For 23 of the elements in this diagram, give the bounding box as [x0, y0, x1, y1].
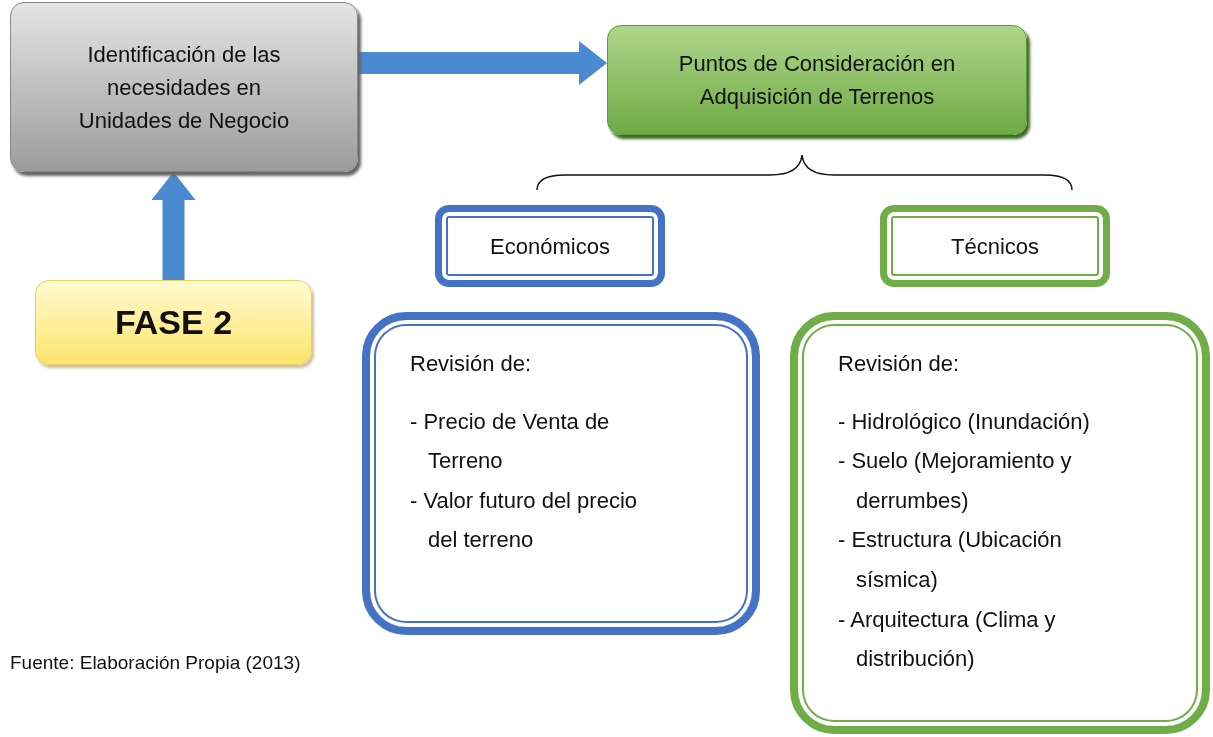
list-heading: Revisión de:: [410, 350, 533, 378]
phase-box: [35, 280, 312, 365]
block-arrow: [358, 41, 607, 85]
node-text: Económicos: [490, 232, 610, 261]
category-box: [435, 205, 665, 287]
node-text: FASE 2: [114, 302, 233, 343]
source-note: Fuente: Elaboración Propia (2013): [10, 652, 301, 674]
node-text: Identificación de las necesidades en Unidades de Negocio: [77, 40, 291, 135]
list-item: - Hidrológico (Inundación): [838, 407, 1091, 436]
list-item: - Precio de Venta de Terreno: [410, 407, 611, 476]
process-box: [607, 25, 1027, 135]
list-item: - Arquitectura (Clima y distribución): [838, 605, 1057, 674]
list-panel: [362, 312, 760, 635]
node-text: Puntos de Consideración en Adquisición de Terrenos: [677, 50, 957, 111]
block-arrow: [151, 172, 196, 280]
list-item: - Valor futuro del precio del terreno: [410, 486, 639, 555]
list-heading: Revisión de:: [838, 350, 961, 378]
list-panel: [790, 312, 1210, 734]
list-item: - Estructura (Ubicación sísmica): [838, 526, 1063, 594]
list-item: - Suelo (Mejoramiento y derrumbes): [838, 447, 1073, 515]
process-box: [10, 2, 358, 172]
node-text: Técnicos: [950, 232, 1039, 261]
category-box: [880, 205, 1110, 287]
